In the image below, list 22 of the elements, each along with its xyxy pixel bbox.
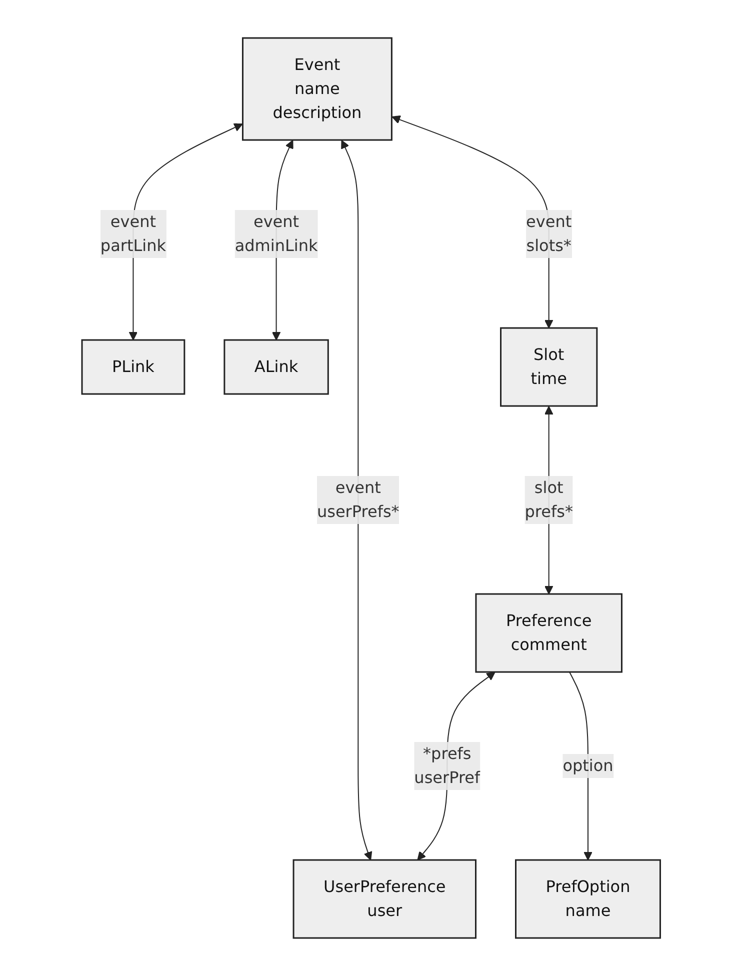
edge-label: slot [534,478,564,496]
edge-label: userPref [414,768,481,786]
arrow [569,671,593,860]
edge-label: userPrefs* [317,502,400,520]
node-box: UserPreference user [293,858,477,938]
node-box: PLink [82,338,186,394]
edge-label: *prefs [423,744,472,762]
edge-label: event [526,212,572,230]
edge-label: event [254,212,300,230]
edge-label: partLink [100,236,166,254]
node-box: Slot time [500,326,598,406]
edge-label: option [563,756,614,774]
edge-label: slots* [526,236,572,254]
edge-label: adminLink [235,236,318,254]
edge-label: event [110,212,156,230]
arrow [341,139,373,860]
node-box: ALink [224,338,330,394]
edge-label: prefs* [525,502,574,520]
node-box: PrefOption name [515,858,662,938]
node-box: Event name description [242,36,393,140]
node-box: Preference comment [476,592,623,672]
edge-label: event [336,478,382,496]
